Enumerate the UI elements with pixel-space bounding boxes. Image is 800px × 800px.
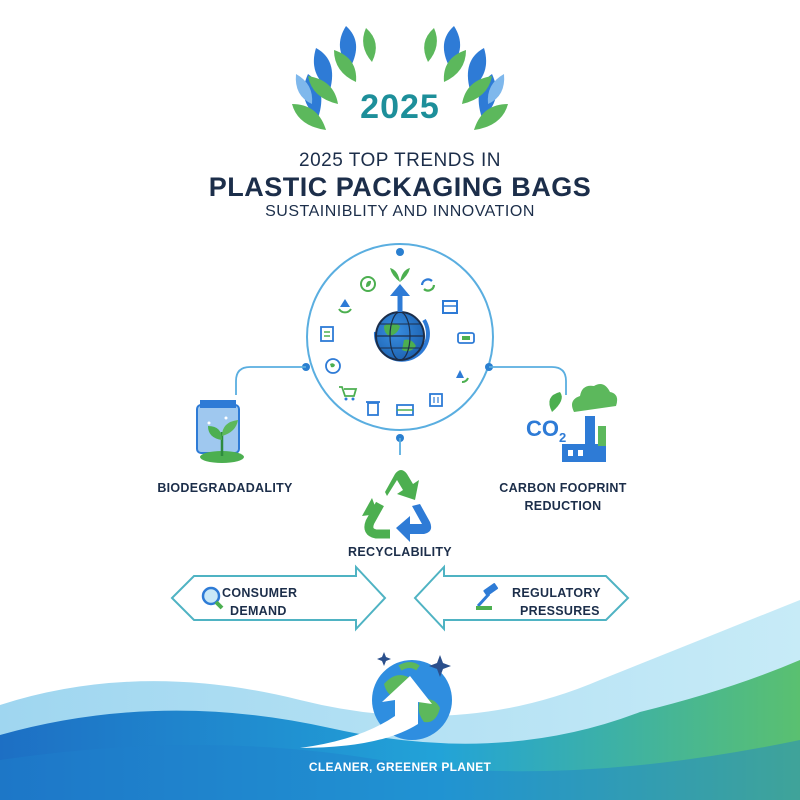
trend-label-biodegradability: BIODEGRADADALITY bbox=[157, 481, 293, 495]
gavel-icon bbox=[476, 583, 499, 610]
co2-sub: 2 bbox=[559, 430, 567, 445]
driver-regulatory-line2: PRESSURES bbox=[520, 604, 600, 618]
recycle-icon bbox=[362, 470, 432, 542]
subtitle: SUSTAINIBLITY AND INNOVATION bbox=[265, 203, 535, 220]
globe-small-icon bbox=[325, 358, 341, 374]
trend-label-carbon: CARBON FOOPRINT REDUCTION bbox=[488, 479, 638, 515]
trend-label-recyclability: RECYCLABILITY bbox=[348, 545, 452, 559]
driver-consumer-line1: CONSUMER bbox=[222, 586, 298, 600]
seedling-bag-icon bbox=[196, 400, 244, 463]
co2-main: CO bbox=[526, 416, 559, 441]
co2-label: CO2 bbox=[526, 416, 566, 445]
driver-label-regulatory: REGULATORY PRESSURES bbox=[512, 584, 612, 620]
title-line-1: 2025 TOP TRENDS IN bbox=[299, 150, 501, 171]
laurel-wreath-icon bbox=[292, 26, 508, 130]
bottom-waves bbox=[0, 600, 800, 800]
connector-lines bbox=[235, 366, 567, 455]
driver-label-consumer: CONSUMER DEMAND bbox=[222, 584, 332, 620]
trash-icon bbox=[429, 393, 443, 407]
cards-icon bbox=[457, 332, 475, 344]
box-icon bbox=[442, 300, 458, 314]
document-icon bbox=[320, 326, 334, 342]
driver-regulatory-line1: REGULATORY bbox=[512, 586, 601, 600]
trend-label-carbon-line2: REDUCTION bbox=[524, 499, 602, 513]
page-title: PLASTIC PACKAGING BAGS bbox=[208, 172, 592, 202]
co2-factory-icon bbox=[549, 384, 618, 462]
cart-icon bbox=[339, 386, 358, 401]
driver-consumer-line2: DEMAND bbox=[230, 604, 287, 618]
bin-icon bbox=[366, 401, 380, 416]
globe-icon bbox=[373, 268, 430, 362]
consumer-demand-arrow bbox=[170, 564, 387, 632]
footer-slogan: CLEANER, GREENER PLANET bbox=[308, 760, 492, 774]
magnifier-icon bbox=[201, 586, 224, 610]
ring-small-icons bbox=[320, 276, 475, 416]
badge-year: 2025 bbox=[360, 88, 440, 126]
earth-arrow-icon bbox=[300, 652, 452, 748]
trend-label-carbon-line1: CARBON FOOPRINT bbox=[499, 481, 627, 495]
recycle-small-icon bbox=[456, 370, 469, 383]
leaf-coin-icon bbox=[360, 276, 376, 292]
recycle-small-icon bbox=[338, 299, 352, 314]
recycle-small-icon bbox=[420, 278, 436, 292]
regulatory-pressures-arrow bbox=[413, 564, 630, 632]
crate-icon bbox=[396, 404, 414, 416]
